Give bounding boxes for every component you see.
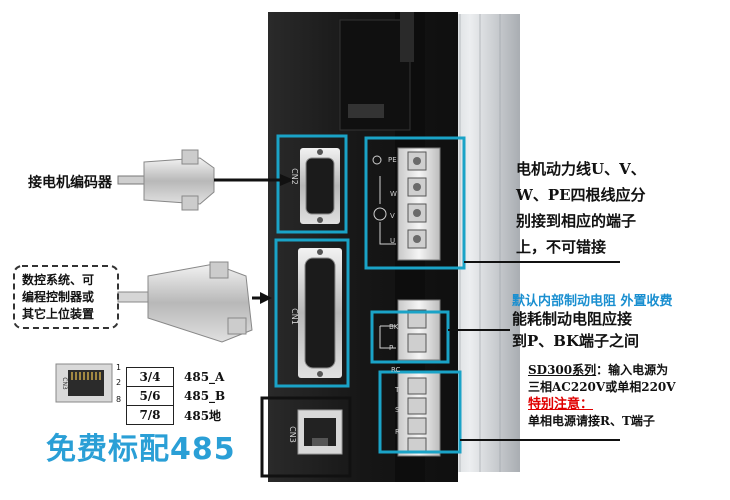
pin-signal: 485_B	[184, 389, 226, 403]
p-label: P	[389, 344, 394, 352]
cn2-label: CN2	[289, 168, 299, 185]
pin-pair: 5/6	[126, 386, 174, 406]
pin-pair: 3/4	[126, 367, 174, 387]
encoder-arrow	[214, 174, 294, 186]
motor-icon	[373, 207, 387, 221]
free-485-title: 免费标配485	[46, 432, 236, 467]
pin-pair: 7/8	[126, 405, 174, 425]
brake-terminal-highlight	[370, 310, 450, 364]
power-terminal-highlight	[378, 370, 462, 454]
cnc-label-line1: 数控系统、可	[22, 273, 95, 287]
cn1-highlight	[274, 238, 350, 388]
resistor-note: 能耗制动电阻应接 到P、BK端子之间	[512, 308, 639, 352]
cnc-label-line3: 其它上位装置	[22, 307, 95, 321]
v-label: V	[390, 212, 395, 220]
pin-signal: 485地	[184, 408, 222, 423]
inset-cn3-label: CN3	[60, 377, 68, 390]
cn2-highlight	[276, 134, 348, 234]
power-terminal-block	[397, 371, 441, 457]
cnc-arrow	[252, 292, 272, 304]
motor-note-line1: 电机动力线U、V、	[516, 160, 646, 178]
brake-terminal-block	[397, 299, 441, 361]
power-note-line1: SD300系列：输入电源为	[528, 362, 676, 379]
ground-icon	[372, 155, 382, 165]
cn3-label: CN3	[287, 426, 297, 443]
cnc-label: 数控系统、可 编程控制器或 其它上位装置	[22, 272, 114, 323]
power-series: SD300系列	[528, 363, 597, 377]
leader-lines	[448, 261, 620, 441]
resistor-blue-note: 默认内部制动电阻 外置收费	[512, 294, 673, 309]
resistor-note-line2: 到P、BK端子之间	[512, 332, 639, 350]
inset-pin-1: 1	[116, 363, 122, 372]
bk-label: BK	[389, 323, 399, 331]
r-label: R	[395, 428, 400, 436]
motor-wiring-icon	[379, 176, 396, 245]
rj45-inset-image	[55, 363, 113, 403]
power-note-line2: 三相AC220V或单相220V	[528, 380, 676, 394]
cn1-connector	[298, 248, 342, 378]
resistor-note-line1: 能耗制动电阻应接	[512, 310, 633, 328]
pin-row: 3/4 485_A	[126, 367, 232, 387]
pin-row: 7/8 485地	[126, 405, 232, 425]
motor-terminal-highlight	[364, 136, 466, 270]
motor-note-line2: W、PE四根线应分	[516, 186, 646, 204]
motor-terminal-block	[397, 147, 441, 261]
w-label: W	[390, 190, 397, 198]
cnc-cable-plug	[117, 261, 253, 343]
inset-pin-2: 2	[116, 378, 122, 387]
power-note: SD300系列：输入电源为 三相AC220V或单相220V 特别注意： 单相电源…	[528, 362, 676, 430]
encoder-label: 接电机编码器	[28, 175, 112, 191]
motor-note-line4: 上，不可错接	[516, 238, 607, 256]
power-series-suffix: ：输入电源为	[596, 363, 669, 377]
power-warning: 特别注意：	[528, 397, 594, 412]
rj45-pin-table: 3/4 485_A 5/6 485_B 7/8 485地	[126, 367, 232, 425]
pe-label: PE	[388, 156, 397, 164]
power-note-line3: 单相电源请接R、T端子	[528, 414, 655, 428]
cnc-dashed-box	[13, 265, 119, 329]
s-label: S	[395, 406, 400, 414]
t-label: T	[395, 386, 400, 394]
resistor-wiring-icon	[379, 325, 396, 349]
highlight-boxes	[260, 134, 466, 478]
motor-note: 电机动力线U、V、 W、PE四根线应分 别接到相应的端子 上，不可错接	[516, 156, 646, 260]
cn3-rj45-port	[297, 409, 343, 455]
rc-label: RC	[391, 366, 401, 374]
motor-note-line3: 别接到相应的端子	[516, 212, 637, 230]
inset-pin-8: 8	[116, 395, 122, 404]
pin-signal: 485_A	[184, 370, 225, 384]
cn3-highlight	[260, 396, 352, 478]
cnc-label-line2: 编程控制器或	[22, 290, 95, 304]
pin-row: 5/6 485_B	[126, 386, 232, 406]
cn1-label: CN1	[289, 308, 299, 325]
encoder-cable-plug	[117, 149, 215, 211]
cn2-connector	[300, 148, 340, 224]
u-label: U	[390, 237, 396, 245]
